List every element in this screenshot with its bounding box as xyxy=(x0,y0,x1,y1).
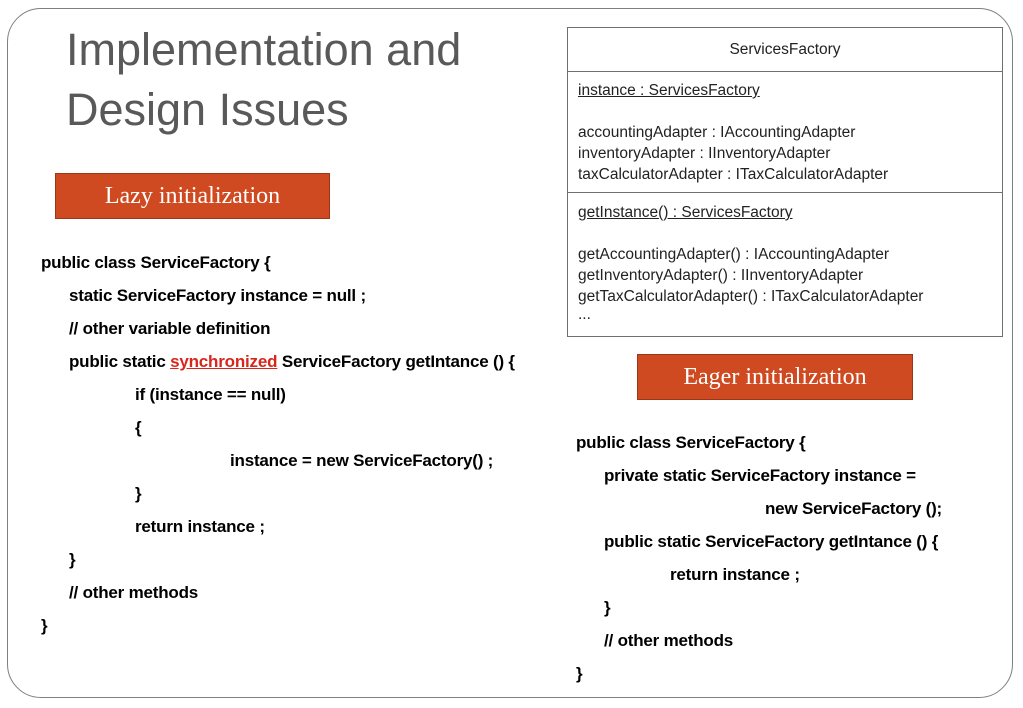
code-line: } xyxy=(576,664,583,683)
uml-static-attribute: instance : ServicesFactory xyxy=(578,82,760,99)
uml-attribute: accountingAdapter : IAccountingAdapter xyxy=(578,124,856,141)
code-line: new ServiceFactory (); xyxy=(765,499,942,518)
code-comment: // other variable definition xyxy=(69,319,271,338)
code-line: instance = new ServiceFactory() ; xyxy=(230,451,494,470)
slide-title-line-1: Implementation and xyxy=(66,24,462,75)
code-line: } xyxy=(69,550,76,569)
code-line: public class ServiceFactory { xyxy=(41,253,271,272)
slide-frame xyxy=(7,8,1013,698)
uml-static-operation: getInstance() : ServicesFactory xyxy=(578,204,793,221)
uml-class-name: ServicesFactory xyxy=(568,28,1002,72)
code-line: } xyxy=(41,616,48,635)
code-line: } xyxy=(135,484,142,503)
uml-attribute: taxCalculatorAdapter : ITaxCalculatorAda… xyxy=(578,166,889,183)
eager-code-block: public class ServiceFactory { private st… xyxy=(576,432,996,692)
eager-initialization-badge: Eager initialization xyxy=(637,354,913,400)
code-line: public static ServiceFactory getIntance … xyxy=(604,532,939,551)
code-line: static ServiceFactory instance = null ; xyxy=(69,286,366,305)
uml-spacer xyxy=(578,223,992,244)
uml-operations-section: getInstance() : ServicesFactory getAccou… xyxy=(568,193,1002,323)
uml-spacer xyxy=(578,101,992,122)
uml-attributes-section: instance : ServicesFactory accountingAda… xyxy=(568,72,1002,193)
code-line: public class ServiceFactory { xyxy=(576,433,806,452)
uml-ellipsis: ... xyxy=(578,306,591,323)
code-comment: // other methods xyxy=(69,583,199,602)
slide-title-line-2: Design Issues xyxy=(66,84,349,135)
uml-operation: getAccountingAdapter() : IAccountingAdap… xyxy=(578,246,890,263)
synchronized-keyword: synchronized xyxy=(170,352,278,371)
uml-attribute: inventoryAdapter : IInventoryAdapter xyxy=(578,145,831,162)
uml-operation: getInventoryAdapter() : IInventoryAdapte… xyxy=(578,267,864,284)
lazy-initialization-badge: Lazy initialization xyxy=(55,173,330,219)
code-line: return instance ; xyxy=(135,517,265,536)
code-line-synchronized-method: public static synchronized ServiceFactor… xyxy=(69,351,515,373)
code-text: ServiceFactory getIntance () { xyxy=(277,352,515,371)
code-text: public static xyxy=(69,352,171,371)
uml-operation: getTaxCalculatorAdapter() : ITaxCalculat… xyxy=(578,288,924,305)
code-line: private static ServiceFactory instance = xyxy=(604,466,916,485)
uml-class-diagram: ServicesFactory instance : ServicesFacto… xyxy=(567,27,1003,337)
code-line: } xyxy=(604,598,611,617)
code-comment: // other methods xyxy=(604,631,734,650)
slide-title: Implementation and Design Issues xyxy=(66,20,461,140)
code-line: return instance ; xyxy=(670,565,800,584)
code-line: if (instance == null) xyxy=(135,385,286,404)
code-line: { xyxy=(135,418,142,437)
lazy-code-block: public class ServiceFactory { static Ser… xyxy=(41,252,551,642)
